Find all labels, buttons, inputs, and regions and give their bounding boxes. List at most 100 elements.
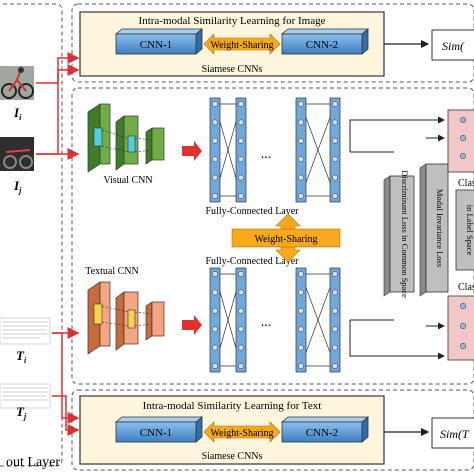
input-text-tj bbox=[0, 383, 51, 409]
fc-bottom-neuron bbox=[212, 363, 218, 369]
fc-bottom-column bbox=[329, 267, 341, 373]
fc-bottom-neuron bbox=[238, 363, 244, 369]
image-cnn1-label: CNN-1 bbox=[140, 39, 172, 51]
input-label-ti: Ti bbox=[16, 348, 27, 365]
fc-bottom-neuron bbox=[298, 289, 304, 296]
fc-top-neuron bbox=[238, 119, 244, 126]
discriminant-loss-label: Discriminant Loss in Common Space bbox=[400, 170, 410, 298]
fc-top-neuron bbox=[212, 156, 218, 163]
fc-layer-bottom bbox=[209, 267, 341, 373]
input-label-j: Ij bbox=[13, 178, 22, 195]
fc-bottom-neuron bbox=[332, 363, 338, 369]
fc-top-neuron bbox=[238, 137, 244, 144]
class-bottom-label: Class bbox=[458, 282, 474, 293]
fc-top-neuron bbox=[332, 137, 338, 144]
input-layer-label: out Layer bbox=[6, 455, 60, 470]
image-sim-label: Sim( bbox=[442, 39, 465, 53]
visual-cnn-block bbox=[87, 103, 165, 173]
text-cnn2-label: CNN-2 bbox=[306, 427, 338, 439]
fc-bottom-neuron bbox=[332, 271, 338, 277]
input-image-j bbox=[0, 137, 34, 171]
image-sim-box bbox=[431, 29, 474, 61]
fc-bottom-neuron bbox=[298, 307, 304, 314]
fc-bottom-neuron bbox=[238, 289, 244, 296]
text-cnn1-label: CNN-1 bbox=[140, 427, 172, 439]
class-bottom-box bbox=[447, 295, 474, 361]
fc-top-neuron bbox=[238, 193, 244, 199]
fc-top-neuron bbox=[298, 119, 304, 126]
class-top-box bbox=[447, 109, 474, 173]
fc-top-neuron bbox=[212, 119, 218, 126]
fc-top-neuron bbox=[212, 193, 218, 199]
input-layer-frame bbox=[0, 3, 63, 467]
text-siamese-caption: Siamese CNNs bbox=[202, 451, 263, 462]
fc-bottom-neuron bbox=[238, 307, 244, 314]
image-cnn2-label: CNN-2 bbox=[306, 39, 338, 51]
fc-top-neuron bbox=[238, 174, 244, 181]
fc-bottom-column bbox=[209, 267, 221, 373]
input-image-i bbox=[0, 66, 34, 100]
fc-bottom-neuron bbox=[298, 271, 304, 277]
fc-top-column bbox=[295, 97, 307, 203]
fc-top-connection bbox=[300, 103, 336, 197]
fc-bottom-neuron bbox=[212, 307, 218, 314]
fc-bottom-neuron bbox=[238, 326, 244, 333]
input-label-i: Ii bbox=[13, 105, 22, 122]
fc-top-neuron bbox=[332, 156, 338, 163]
fc-bottom-neuron bbox=[298, 344, 304, 351]
fc-top-ellipsis: ... bbox=[261, 147, 272, 162]
fc-top-neuron bbox=[298, 193, 304, 199]
image-cnn1-block bbox=[114, 28, 204, 55]
fc-top-neuron bbox=[332, 193, 338, 199]
image-siamese-caption: Siamese CNNs bbox=[202, 64, 263, 75]
fc-top-neuron bbox=[238, 101, 244, 107]
text-cnn1-block bbox=[114, 416, 204, 443]
connector-ti-to-text-branch bbox=[52, 332, 80, 424]
fc-bottom-neuron bbox=[212, 271, 218, 277]
fc-bottom-neuron bbox=[298, 326, 304, 333]
text-sim-label: Sim(T bbox=[440, 427, 470, 441]
image-weight-sharing-label: Weight-Sharing bbox=[210, 40, 273, 51]
fc-top-neuron bbox=[238, 156, 244, 163]
text-weight-sharing-label: Weight-Sharing bbox=[210, 428, 273, 439]
modal-invariance-loss-label: Modal Invariance Loss bbox=[435, 189, 445, 267]
fc-bottom-column bbox=[295, 267, 307, 373]
fc-top-neuron bbox=[212, 101, 218, 107]
fc-top-neuron bbox=[298, 137, 304, 144]
fc-top-neuron bbox=[298, 101, 304, 107]
visual-to-fc-arrow bbox=[182, 141, 202, 161]
text-weight-sharing-arrow bbox=[203, 421, 281, 443]
discriminant-loss-box bbox=[383, 175, 415, 297]
fc-bottom-neuron bbox=[332, 344, 338, 351]
fc-top-label: Fully-Connected Layer bbox=[205, 206, 299, 217]
textual-cnn-label: Textual CNN bbox=[85, 266, 138, 277]
fc-bottom-neuron bbox=[298, 363, 304, 369]
fc-bottom-neuron bbox=[332, 307, 338, 314]
fc-bottom-neuron bbox=[238, 344, 244, 351]
fc-bottom-neuron bbox=[332, 326, 338, 333]
fc-layer-top bbox=[209, 97, 341, 203]
fc-top-neuron bbox=[298, 156, 304, 163]
middle-weight-sharing-box bbox=[231, 228, 341, 248]
fc-bottom-connection bbox=[300, 273, 336, 367]
fc-bottom-label: Fully-Connected Layer bbox=[205, 256, 299, 267]
image-branch-title: Intra-modal Similarity Learning for Imag… bbox=[139, 15, 326, 27]
fc-top-neuron bbox=[212, 137, 218, 144]
textual-cnn-block bbox=[87, 281, 165, 355]
fc-top-column bbox=[209, 97, 221, 203]
fc-bottom-neuron bbox=[212, 326, 218, 333]
fc-bottom-neuron bbox=[212, 344, 218, 351]
cross-modal-frame bbox=[71, 87, 474, 385]
middle-weight-sharing-label: Weight-Sharing bbox=[254, 234, 317, 245]
visual-cnn-label: Visual CNN bbox=[103, 175, 152, 186]
fc-bottom-column bbox=[235, 267, 247, 373]
bottom-to-class-arrow bbox=[349, 320, 445, 360]
label-space-label: in Label Space bbox=[465, 205, 474, 256]
fc-top-neuron bbox=[298, 174, 304, 181]
text-sim-box bbox=[431, 417, 474, 449]
connector-tj-to-text-branch bbox=[52, 395, 80, 436]
fc-top-neuron bbox=[212, 174, 218, 181]
input-label-tj: Tj bbox=[16, 404, 27, 421]
text-cnn2-block bbox=[280, 416, 370, 443]
fc-top-neuron bbox=[332, 174, 338, 181]
